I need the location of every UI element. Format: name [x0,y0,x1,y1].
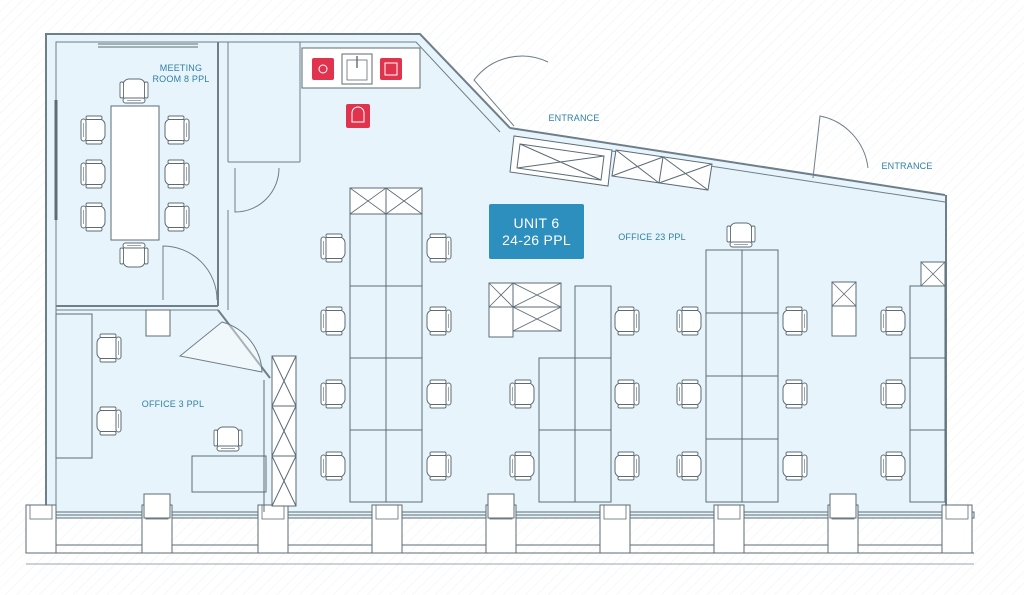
chair-icon [880,306,906,336]
chair-icon [80,202,106,232]
office23-label: OFFICE 23 PPL [618,232,686,242]
desk-icon [385,429,423,503]
chair-icon [320,379,346,409]
north-wall [509,127,946,196]
chair-icon [426,306,452,336]
desk-icon [538,429,576,503]
wall-pillar [25,504,57,554]
radiator [487,493,515,519]
unit-badge: UNIT 6 24-26 PPL [489,204,584,259]
desk-icon [349,285,387,359]
chair-icon [614,379,640,409]
storage-cabinet-icon [488,306,514,338]
unit-capacity: 24-26 PPL [502,231,571,248]
storage-cabinets [349,187,946,338]
chair-icon [509,379,535,409]
office3-label: OFFICE 3 PPL [142,399,204,409]
unit-name: UNIT 6 [513,214,560,231]
wall-pillar [599,504,631,554]
desk-icon [349,213,387,287]
wall-pillar [257,504,289,554]
meeting-table [110,105,160,241]
chair-icon [676,451,702,481]
chair-icon [426,451,452,481]
chair-icon [320,233,346,263]
chair-icon [119,78,149,104]
entrance-label-1: ENTRANCE [548,113,599,123]
desk-icon [574,285,612,359]
wall-pillar [941,504,973,554]
chair-icon [164,115,190,145]
chair-icon [96,406,122,436]
desk-icon [349,357,387,431]
chair-icon [80,159,106,189]
chair-icon [164,159,190,189]
desk-icon [574,429,612,503]
desk-icon [705,438,743,503]
radiator [829,493,857,519]
desk-icon [385,285,423,359]
wall-pillar [371,504,403,554]
chair-icon [426,379,452,409]
chair-icon [614,451,640,481]
chair-icon [96,333,122,363]
chair-icon [614,306,640,336]
chair-icon [119,242,149,268]
chair-icon [726,222,756,248]
office3-furniture [55,309,297,512]
meeting-room-label: MEETING [160,63,202,73]
entrance-label-2: ENTRANCE [881,161,932,171]
meeting-room-capacity: ROOM 8 PPL [152,74,209,84]
desk-icon [538,357,576,431]
wall-pillar [713,504,745,554]
desk-icon [741,375,779,440]
oven-icon [380,58,402,80]
outer-wall [45,33,511,512]
door-swing-icon [162,55,869,373]
desk-icon [349,429,387,503]
desk-icon [741,438,779,503]
desk-icon [741,249,779,314]
wall-pillars [25,493,973,554]
storage-cabinet-icon [831,305,857,337]
chair-icon [782,451,808,481]
desk-icon [909,357,946,431]
chair-icon [676,306,702,336]
radiator [143,493,171,519]
north-windows [509,135,713,191]
chair-icon [426,233,452,263]
chair-icon [320,451,346,481]
chair-icon [782,379,808,409]
hob-icon [312,58,334,80]
chair-icon [80,115,106,145]
desk-icon [909,285,946,359]
desk-icon [705,312,743,377]
desk-icon [741,312,779,377]
desk-icon [385,213,423,287]
desk-icon [385,357,423,431]
kitchen-counter [301,47,421,128]
chair-icon [782,306,808,336]
chair-icon [880,379,906,409]
chair-icon [509,451,535,481]
chair-icon [676,379,702,409]
desk-icon [705,375,743,440]
inner-wall-line [55,41,501,512]
chair-icon [213,426,243,452]
chair-icon [164,202,190,232]
desk-icon [705,249,743,314]
desk-icon [574,357,612,431]
desk-icon [909,429,946,503]
chair-icon [320,306,346,336]
meeting-room-walls [56,42,301,379]
kettle-icon [346,104,370,128]
desk-clusters [349,213,946,503]
chair-icon [880,451,906,481]
